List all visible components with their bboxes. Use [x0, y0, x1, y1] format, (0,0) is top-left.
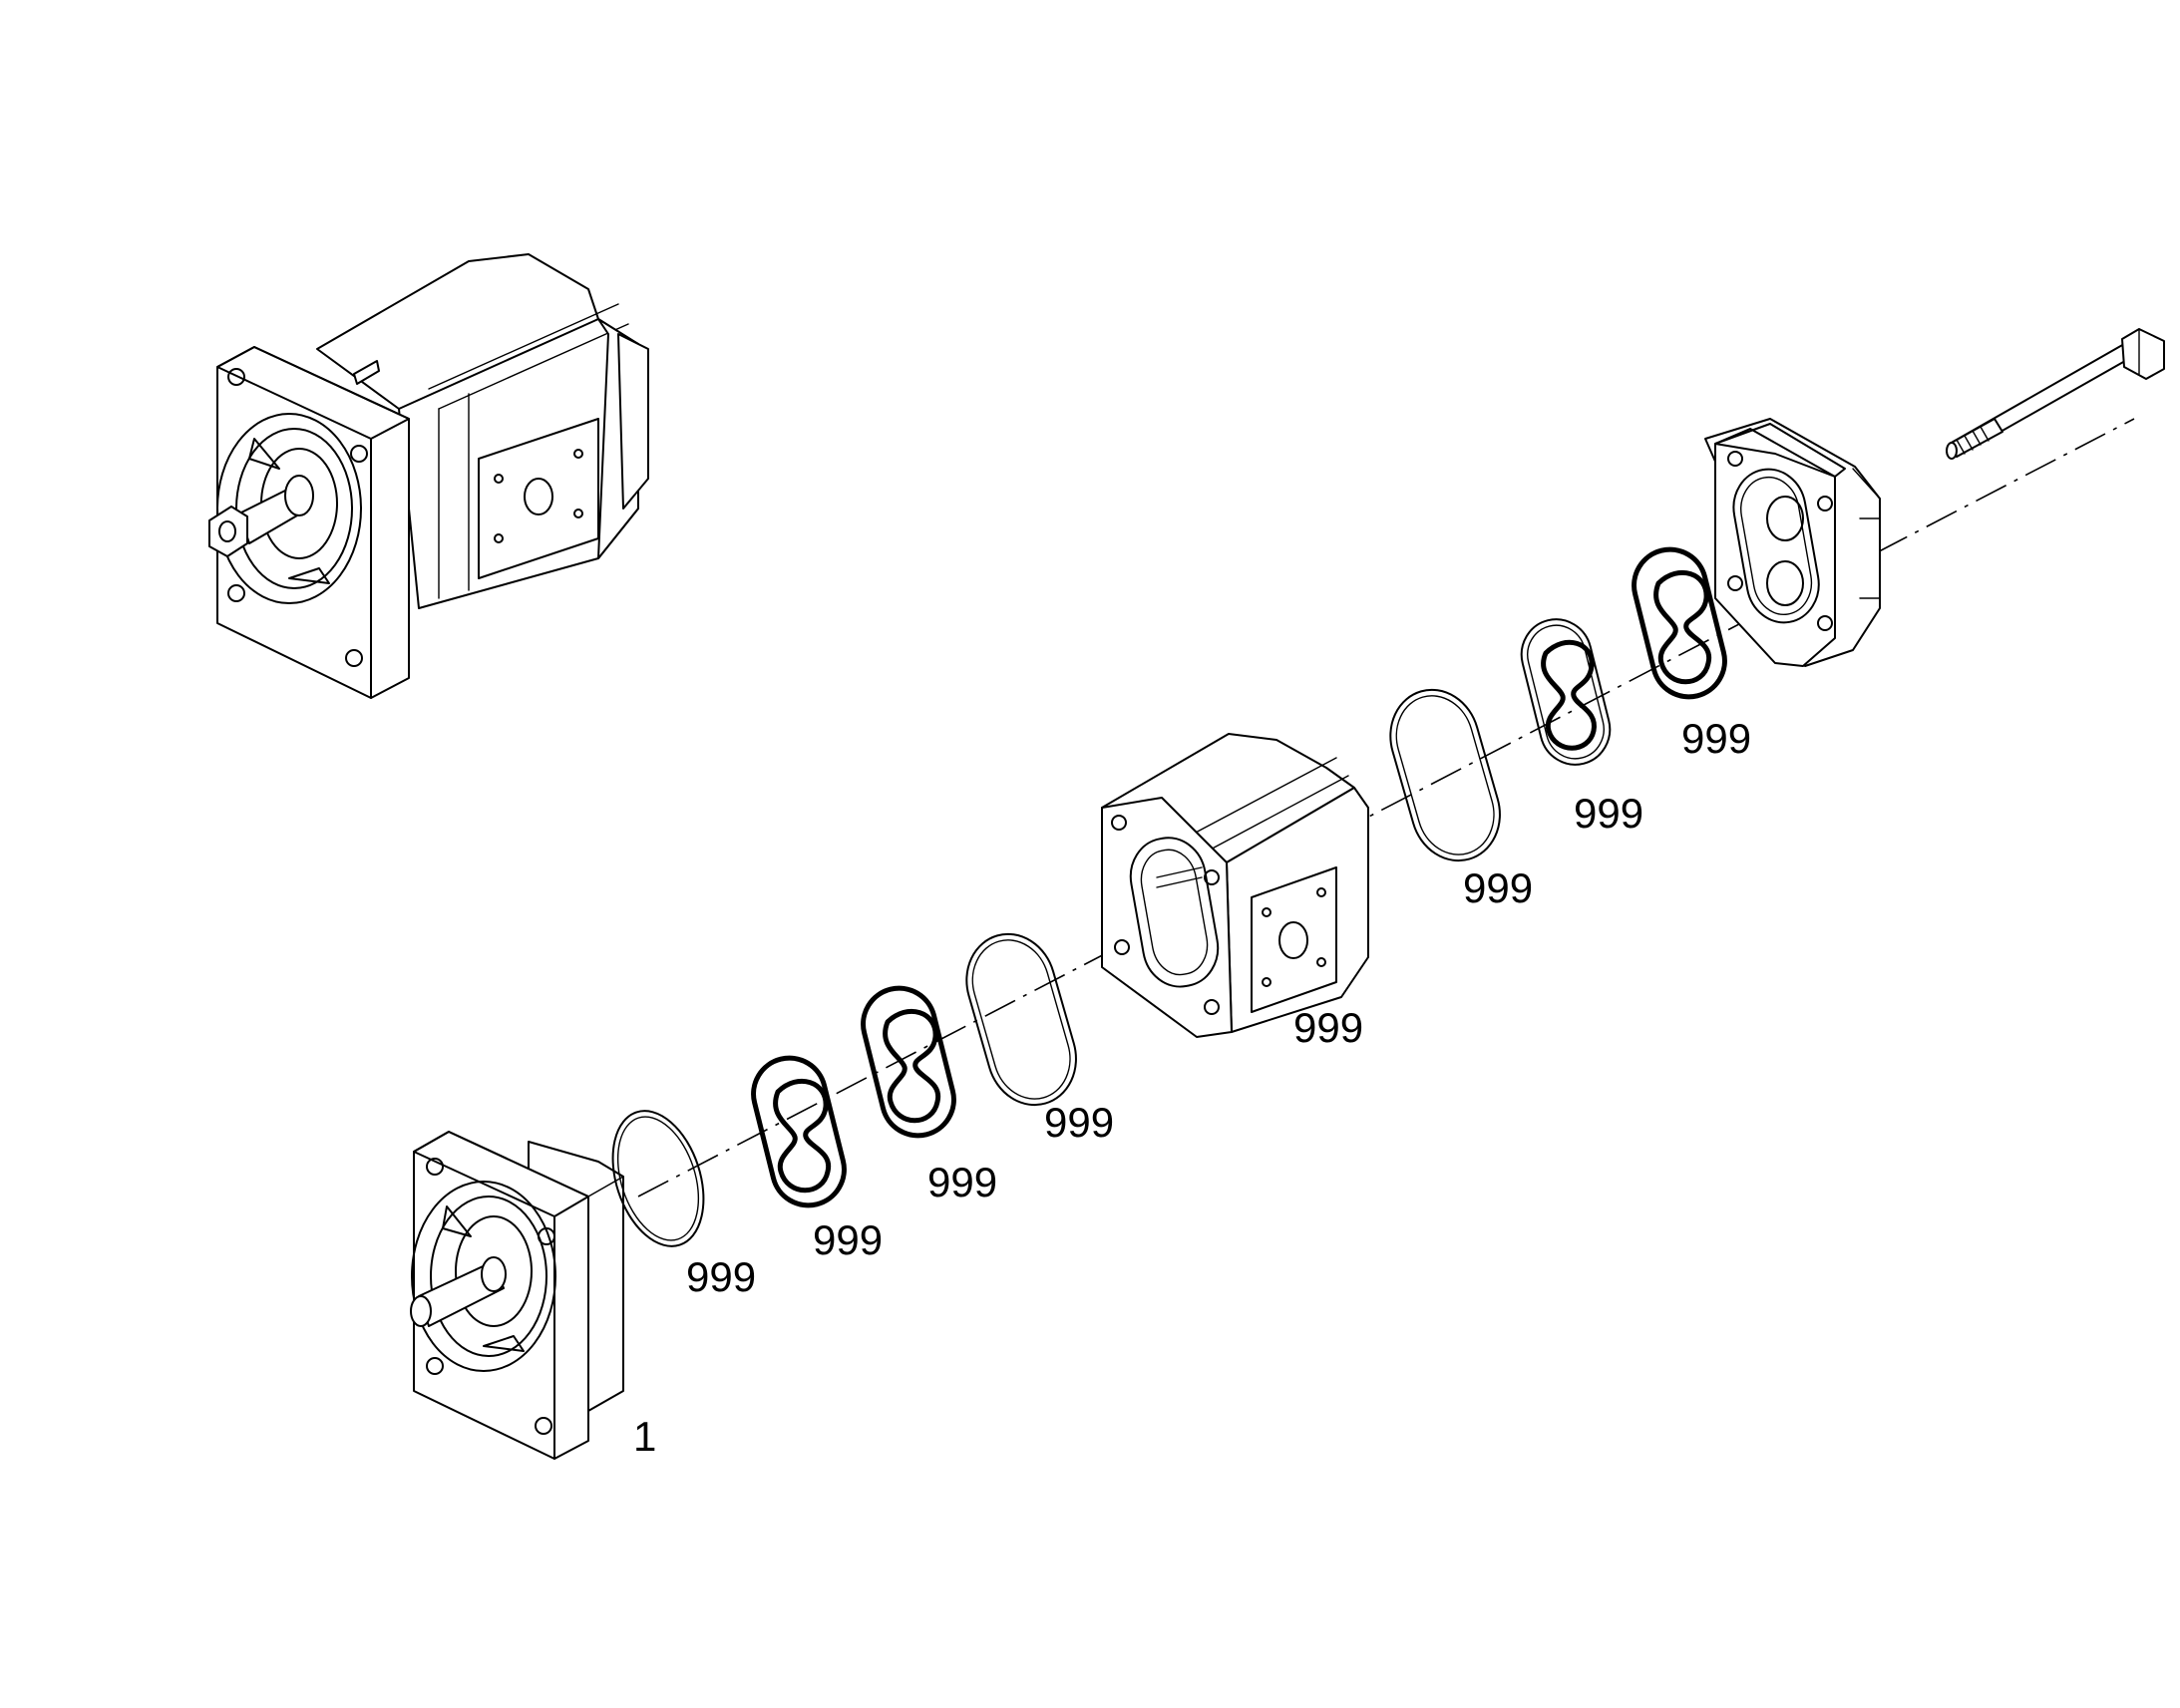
- callout-o-ring-body-rear: 999: [1463, 864, 1533, 911]
- seal-2: [861, 985, 956, 1139]
- callout-pump-body: 999: [1293, 1004, 1363, 1051]
- rear-cover: [1704, 418, 1881, 667]
- callout-seal-4: 999: [1681, 715, 1751, 762]
- seal-4: [1632, 546, 1727, 700]
- pump-body: [1101, 733, 1369, 1038]
- o-ring-body-rear: [1389, 688, 1501, 862]
- assembled-pump: [208, 253, 649, 699]
- bolt: [1946, 328, 2165, 460]
- callout-seal-3: 999: [1574, 790, 1643, 837]
- seal-3: [1520, 618, 1612, 766]
- callout-o-ring-front: 999: [686, 1253, 756, 1300]
- o-ring-body-front: [965, 932, 1077, 1107]
- callout-o-ring-body-front: 999: [1044, 1099, 1114, 1146]
- callout-seal-2: 999: [927, 1159, 997, 1205]
- assembly-axis: [637, 418, 2135, 1197]
- callout-seal-1: 999: [813, 1216, 883, 1263]
- callout-front-flange: 1: [633, 1413, 656, 1460]
- front-flange: [410, 1131, 624, 1460]
- o-ring-front: [611, 1110, 705, 1247]
- seal-1: [751, 1055, 847, 1208]
- callout-labels: 1 999 999 999 999 999 999 999 999: [633, 715, 1751, 1460]
